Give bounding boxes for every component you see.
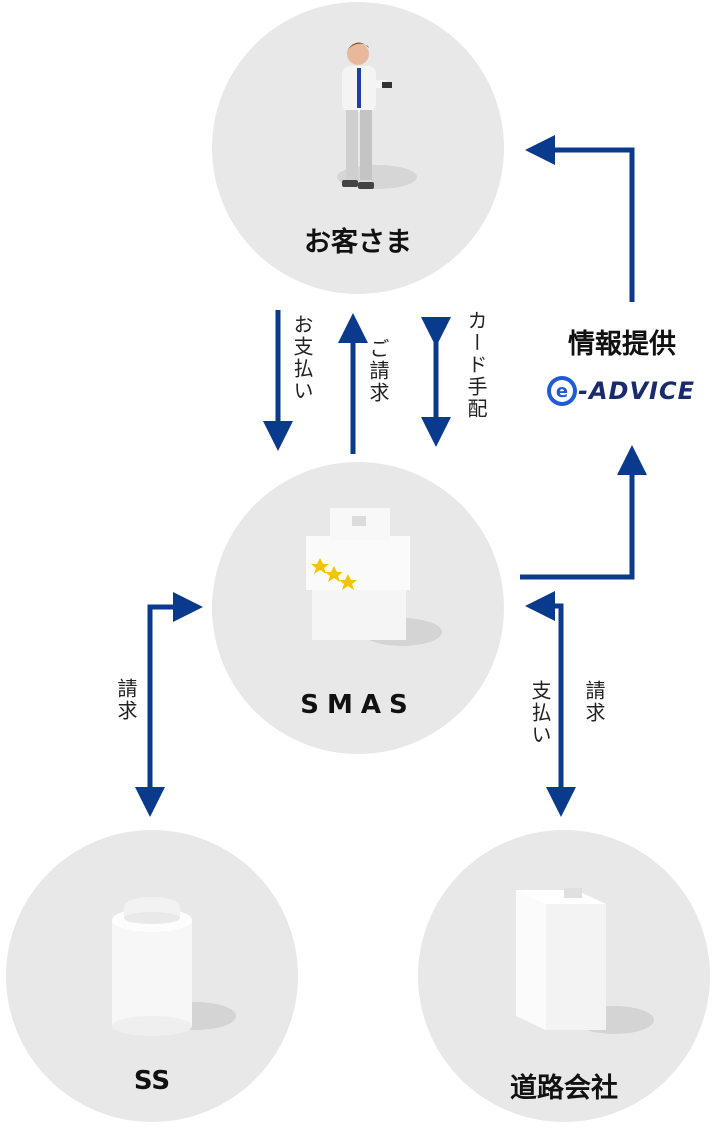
info-provision-label: 情報提供 (568, 329, 676, 360)
e-advice-mark: e (556, 381, 568, 402)
billing-label: ご請求 (366, 338, 390, 404)
cylinder-icon (112, 897, 236, 1036)
building-icon (306, 508, 442, 646)
road-payment-label: 支払い (528, 680, 552, 746)
advice-to-customer-arrow (525, 135, 635, 302)
card-arrangement-label: カード手配 (464, 310, 488, 420)
ss-billing-arrow (147, 592, 203, 802)
payment-label: お支払い (290, 314, 314, 402)
e-advice-text: -ADVICE (578, 377, 695, 405)
e-advice-logo: e -ADVICE (546, 375, 695, 407)
customer-label: お客さま (304, 227, 412, 258)
road-company-node: 道路会社 (418, 830, 710, 1122)
tower-icon (516, 888, 654, 1034)
smas-node: SMAS (212, 462, 504, 754)
road-billing-label: 請求 (582, 680, 606, 724)
ss-billing-label: 請求 (114, 678, 138, 722)
smas-label: SMAS (300, 690, 416, 720)
e-advice-mark-icon: e (547, 376, 577, 406)
road-company-label: 道路会社 (510, 1073, 618, 1104)
ss-node: SS (6, 830, 298, 1122)
info-to-advice-arrow (520, 445, 647, 580)
ss-label: SS (133, 1066, 171, 1096)
person-icon (337, 42, 417, 189)
customer-node: お客さま (212, 2, 504, 294)
